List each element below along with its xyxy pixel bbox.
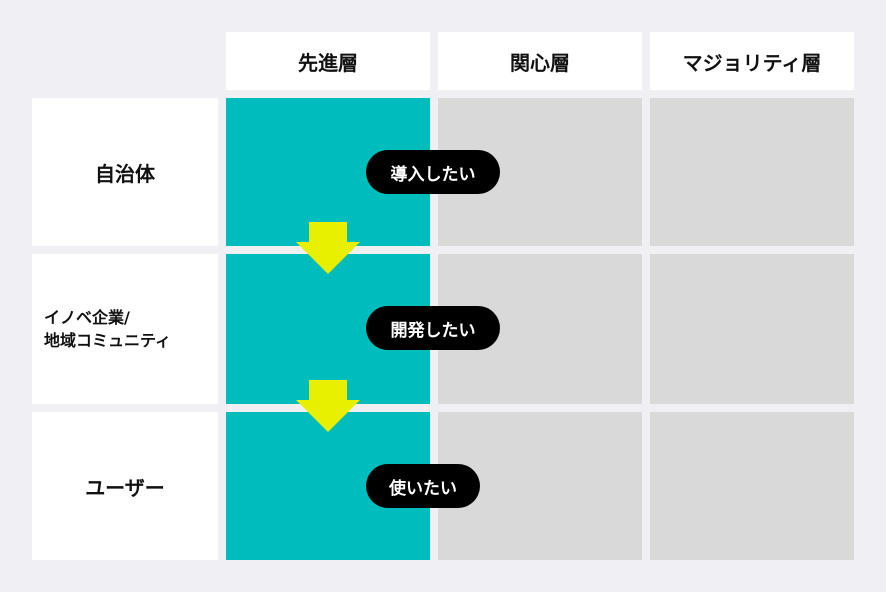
action-pill-label: 導入したい [390, 164, 476, 185]
action-pill-label: 使いたい [389, 478, 457, 499]
arrow-down-icon [296, 222, 360, 274]
column-header-interested: 関心層 [438, 32, 642, 90]
row-header-innovation-companies: イノベ企業/ 地域コミュニティ [32, 254, 218, 404]
row-header-label-line1: イノベ企業/ [44, 307, 130, 327]
action-pill-label: 開発したい [390, 320, 476, 341]
column-header-majority: マジョリティ層 [650, 32, 854, 90]
row-header-label: 自治体 [95, 161, 155, 186]
column-header-innovators: 先進層 [226, 32, 430, 90]
column-header-label: マジョリティ層 [682, 50, 822, 75]
row-header-municipality: 自治体 [32, 98, 218, 246]
row-header-label-line2: 地域コミュニティ [44, 331, 172, 350]
row-header-users: ユーザー [32, 412, 218, 560]
row-header-label: ユーザー [85, 475, 165, 500]
arrow-down-icon [296, 380, 360, 432]
column-header-label: 先進層 [298, 50, 358, 75]
cell-users-majority [650, 412, 854, 560]
action-pill-use: 使いたい [366, 464, 480, 508]
cell-companies-majority [650, 254, 854, 404]
action-pill-adopt: 導入したい [366, 150, 500, 194]
cell-municipality-majority [650, 98, 854, 246]
action-pill-develop: 開発したい [366, 306, 500, 350]
row-header-label: イノベ企業/ 地域コミュニティ [44, 306, 171, 352]
column-header-label: 関心層 [510, 50, 570, 75]
